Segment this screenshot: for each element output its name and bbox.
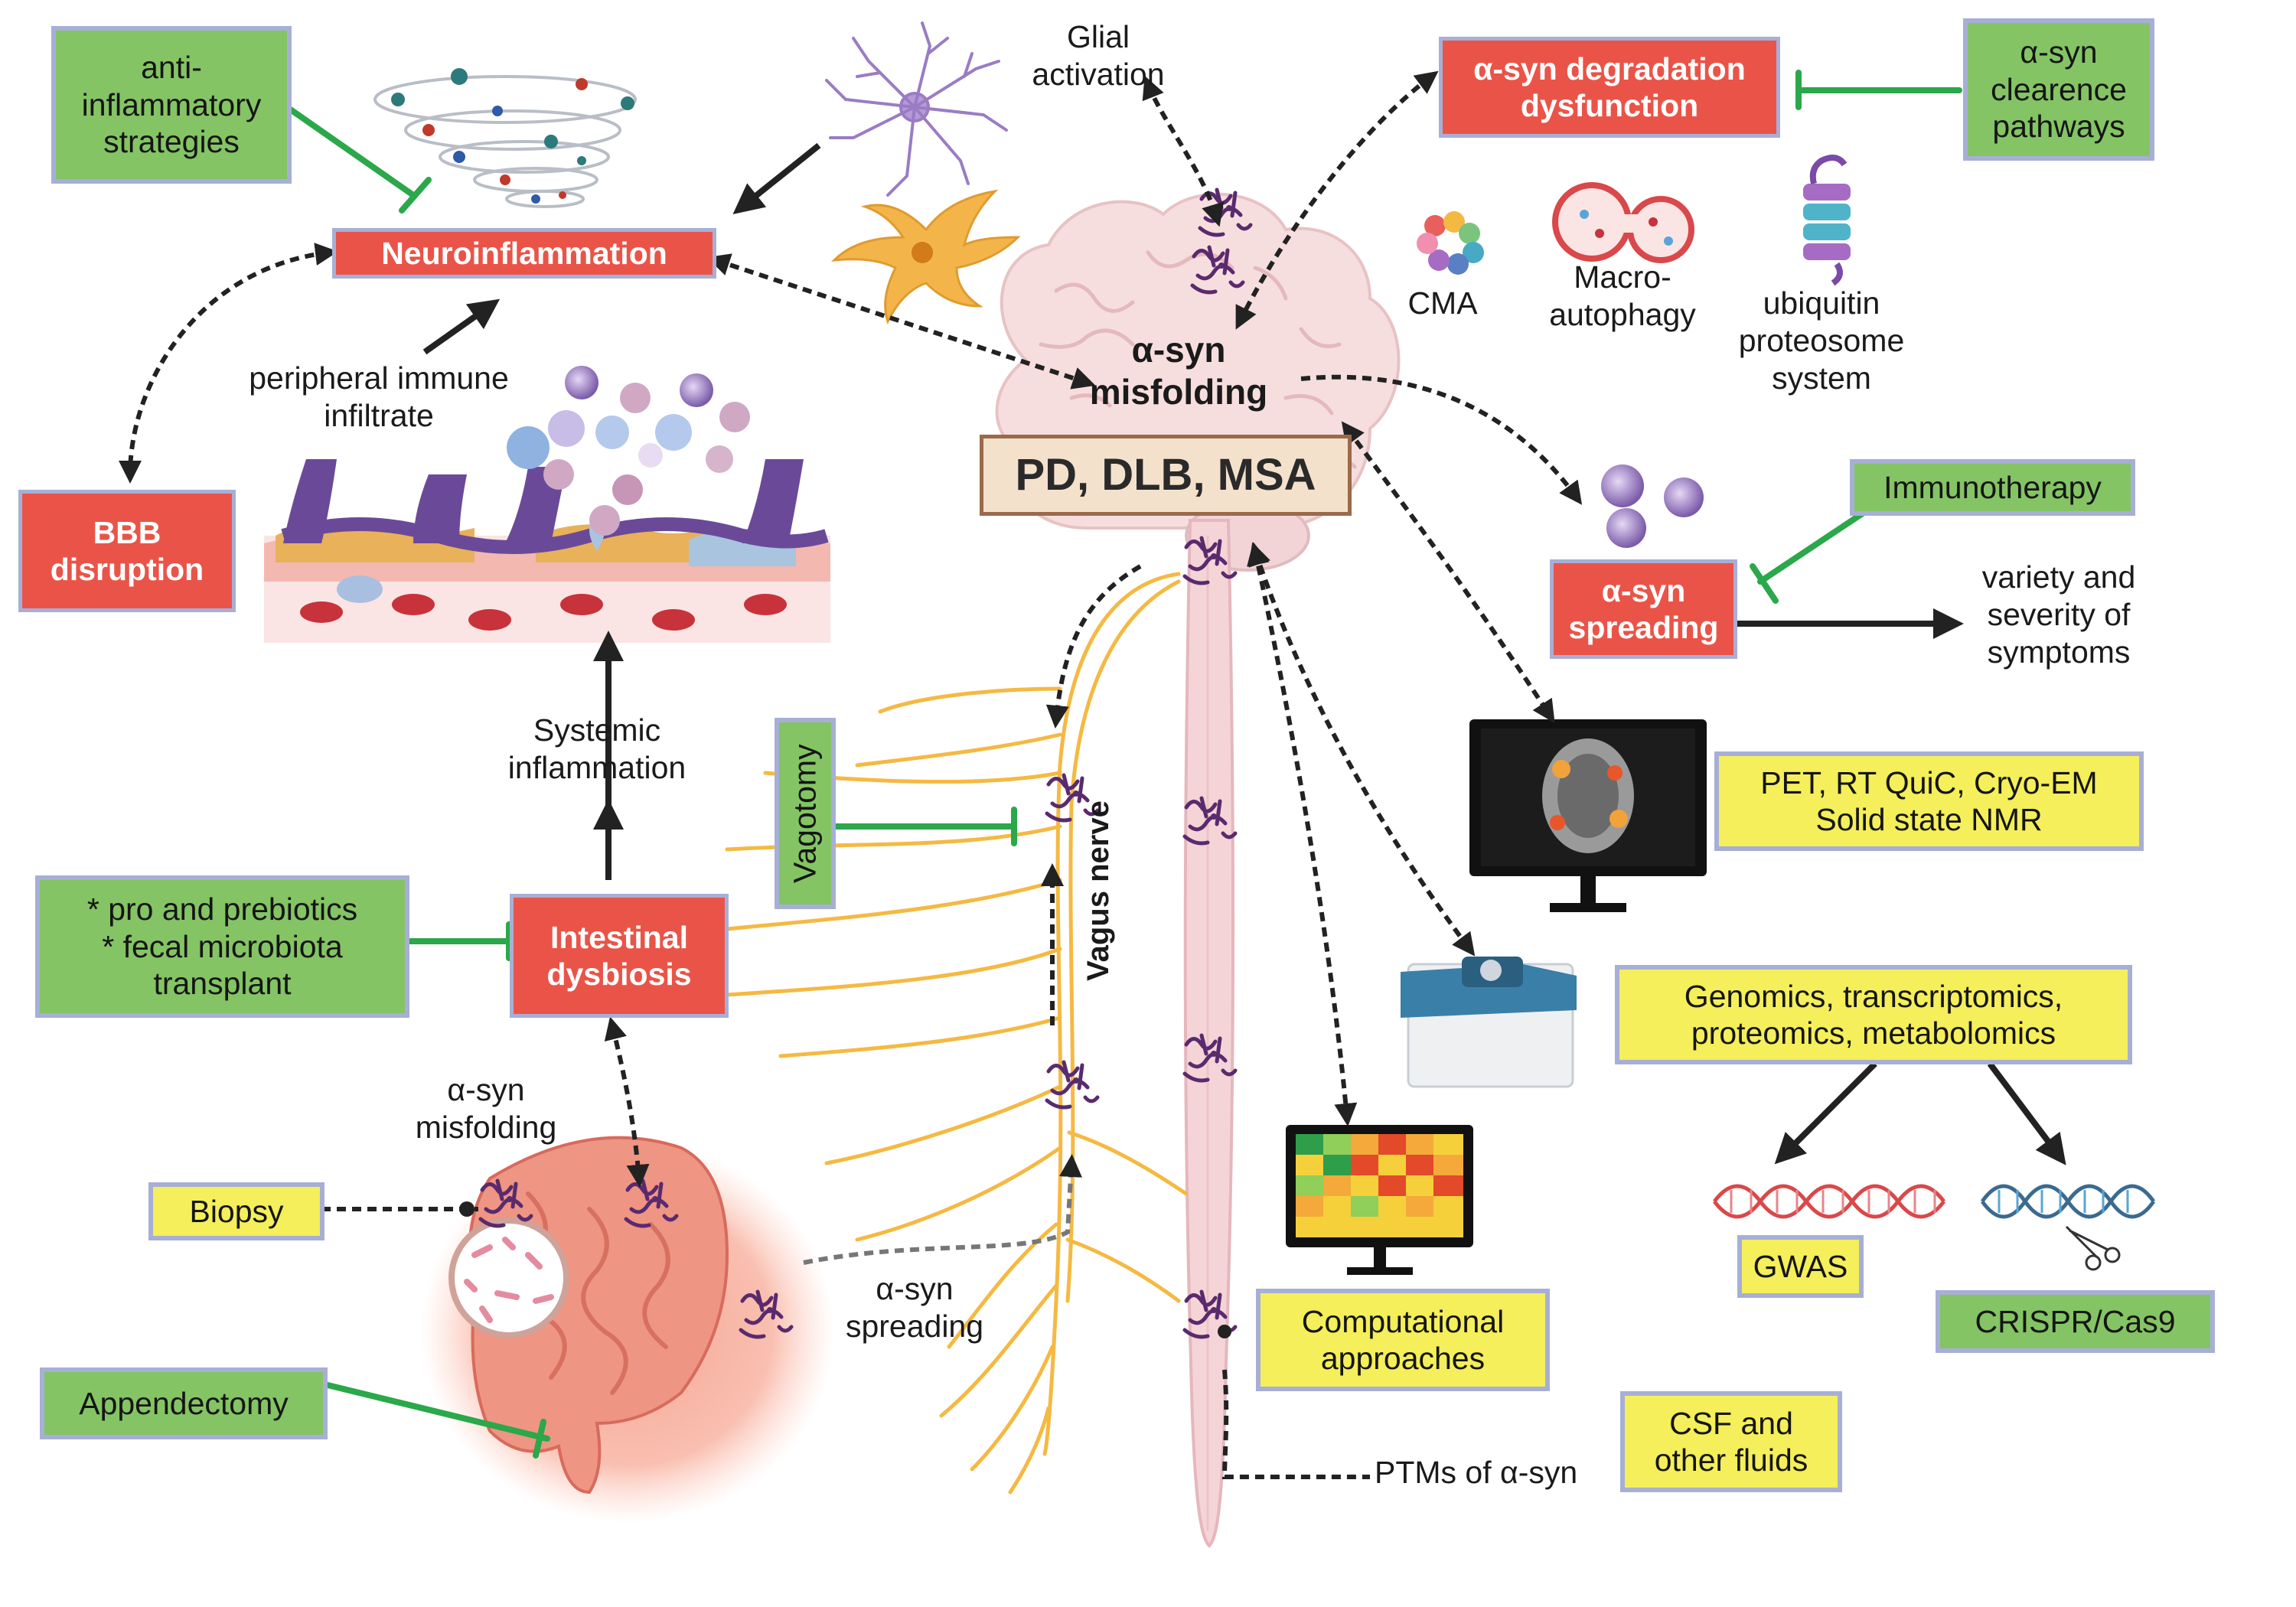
gut-spreading-label: α-syn spreading bbox=[845, 1271, 984, 1345]
heatmap-monitor-icon bbox=[1286, 1125, 1473, 1275]
probiotics-box: * pro and prebiotics * fecal microbiota … bbox=[35, 875, 409, 1018]
ptm-dashed-line bbox=[1221, 1369, 1370, 1479]
bbb-disruption-box: BBB disruption bbox=[18, 490, 236, 612]
computational-approaches-box: Computational approaches bbox=[1256, 1289, 1550, 1391]
pet-methods-box: PET, RT QuiC, Cryo-EM Solid state NMR bbox=[1714, 751, 2144, 851]
systemic-inflammation-label: Systemic inflammation bbox=[507, 712, 687, 786]
alpha-syn-spreading-box: α-syn spreading bbox=[1550, 559, 1737, 659]
degradation-dysfunction-box: α-syn degradation dysfunction bbox=[1439, 37, 1780, 138]
vagus-nerve-icon bbox=[717, 572, 1189, 1495]
csf-fluids-box: CSF and other fluids bbox=[1620, 1391, 1842, 1492]
pet-monitor-icon bbox=[1469, 719, 1707, 912]
astrocyte-icon bbox=[825, 21, 1008, 197]
cma-icon bbox=[1417, 211, 1484, 275]
cma-label: CMA bbox=[1407, 285, 1478, 321]
neuroinflammation-box: Neuroinflammation bbox=[332, 228, 716, 279]
bacteria-magnifier-icon bbox=[448, 1217, 569, 1338]
dashed-bidirectional-arrows bbox=[119, 70, 1555, 1188]
macroautophagy-label: Macro- autophagy bbox=[1549, 259, 1696, 333]
intestinal-dysbiosis-box: Intestinal dysbiosis bbox=[510, 894, 729, 1018]
immunotherapy-box: Immunotherapy bbox=[1850, 459, 2135, 516]
microglia-icon bbox=[830, 189, 1021, 324]
solid-arrows bbox=[422, 142, 2066, 1165]
appendectomy-box: Appendectomy bbox=[40, 1367, 328, 1439]
symptoms-label: variety and severity of symptoms bbox=[1981, 559, 2136, 670]
biopsy-box: Biopsy bbox=[148, 1182, 325, 1240]
ptm-label: PTMs of α-syn bbox=[1375, 1455, 1578, 1490]
nmr-instrument-icon bbox=[1401, 957, 1577, 1088]
spinal-cord-icon bbox=[1183, 519, 1234, 1548]
blood-vessel-wall-icon bbox=[264, 459, 830, 643]
crispr-scissors-icon bbox=[1980, 1184, 2156, 1271]
misfolding-to-spreading-arrow bbox=[1300, 374, 1583, 505]
gwas-box: GWAS bbox=[1737, 1235, 1864, 1298]
glial-activation-label: Glial activation bbox=[1032, 19, 1165, 93]
spreading-particle-icon bbox=[1601, 464, 1704, 548]
vagus-nerve-label: Vagus nerve bbox=[1081, 800, 1115, 981]
gut-to-vagus-arrow bbox=[803, 1154, 1082, 1265]
vagotomy-box: Vagotomy bbox=[775, 718, 836, 909]
brain-misfolding-label: α-syn misfolding bbox=[1089, 330, 1268, 412]
clearance-pathways-box: α-syn clearence pathways bbox=[1963, 18, 2154, 161]
ubiquitin-proteasome-label: ubiquitin proteosome system bbox=[1738, 285, 1905, 396]
cytokine-tornado-icon bbox=[373, 68, 637, 208]
immune-cell-icon bbox=[507, 366, 750, 536]
dna-helix-icon bbox=[1713, 1184, 1945, 1219]
macroautophagy-icon bbox=[1552, 182, 1694, 263]
inhibition-lines bbox=[284, 70, 1962, 1459]
omics-box: Genomics, transcriptomics, proteomics, m… bbox=[1615, 965, 2132, 1064]
peripheral-infiltrate-label: peripheral immune infiltrate bbox=[249, 360, 509, 434]
vagotomy-label: Vagotomy bbox=[787, 744, 823, 883]
crispr-box: CRISPR/Cas9 bbox=[1936, 1290, 2215, 1353]
gut-misfolding-label: α-syn misfolding bbox=[415, 1072, 557, 1146]
disease-label-box: PD, DLB, MSA bbox=[980, 435, 1352, 516]
anti-inflammatory-box: anti- inflammatory strategies bbox=[51, 26, 292, 184]
proteasome-icon bbox=[1803, 155, 1851, 286]
